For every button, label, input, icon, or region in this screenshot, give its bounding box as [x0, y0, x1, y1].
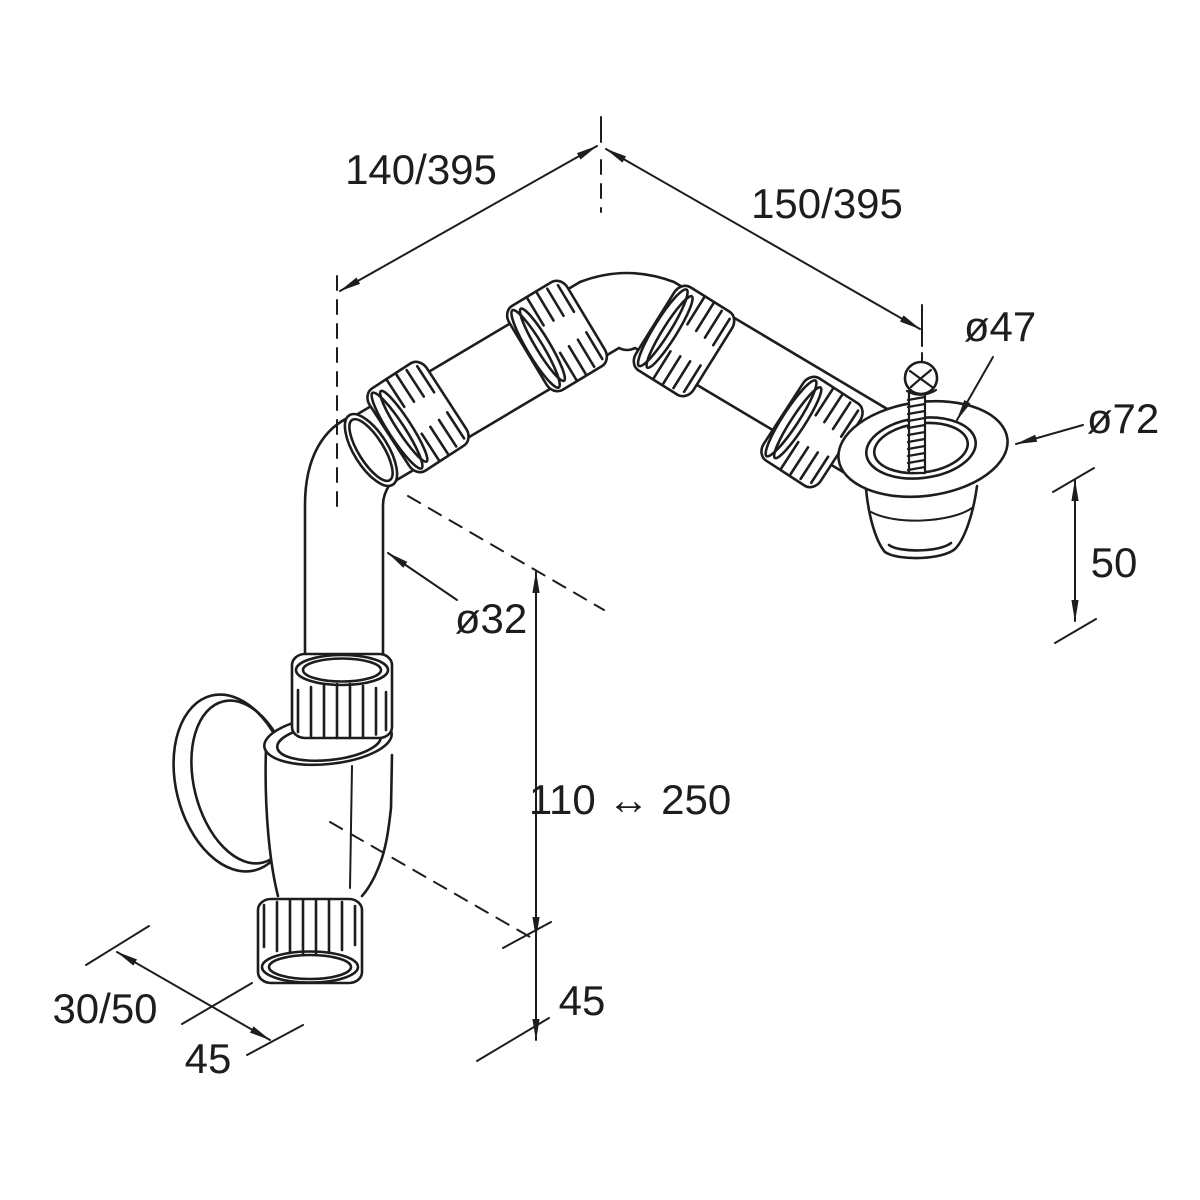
- dim-label-45-left: 45: [185, 1035, 232, 1082]
- dim-label-dia32: ø32: [455, 595, 527, 642]
- dim-label-dia47: ø47: [964, 303, 1036, 350]
- leader-line-dia72: [1015, 424, 1084, 445]
- drain-cup: [864, 484, 979, 560]
- trap-bottom-nut: [256, 897, 364, 985]
- dimension-line-140-395: [339, 145, 598, 292]
- dimension-line-150-395: [605, 148, 921, 330]
- dimension-line-110-250-45: [476, 571, 552, 1062]
- pipe-end-cap: [343, 412, 399, 488]
- dim-label-30-50: 30/50: [52, 985, 157, 1032]
- dim-label-50: 50: [1091, 539, 1138, 586]
- dim-label-150-395: 150/395: [751, 180, 903, 227]
- fixing-screw-icon: [903, 360, 939, 475]
- leader-line-dia32: [387, 552, 458, 601]
- leader-line-dia47: [956, 356, 994, 421]
- centerlines: [329, 116, 923, 942]
- dim-label-dia72: ø72: [1087, 395, 1159, 442]
- dim-label-45-bottom: 45: [559, 977, 606, 1024]
- dimension-line-30-50-45: [85, 925, 304, 1056]
- trap-top-nut: [290, 652, 394, 740]
- dimension-line-50: [1052, 467, 1097, 644]
- dim-label-140-395: 140/395: [345, 146, 497, 193]
- dim-label-110-250: 110 ↔ 250: [529, 776, 731, 823]
